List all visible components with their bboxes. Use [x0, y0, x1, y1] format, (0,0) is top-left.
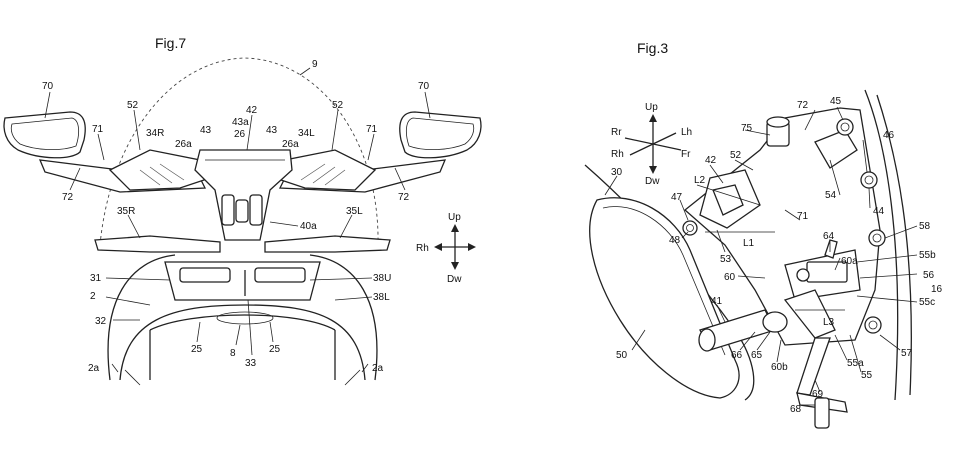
label-65: 65	[751, 350, 763, 361]
label-55a: 55a	[847, 358, 864, 369]
bolts	[682, 118, 886, 334]
right-mirror	[399, 111, 482, 159]
label-26a-right: 26a	[282, 139, 299, 150]
fig3-leader-lines	[604, 106, 918, 406]
label-57: 57	[901, 348, 913, 359]
label-66: 66	[731, 350, 743, 361]
label-35L: 35L	[346, 206, 363, 217]
frame-outline	[584, 89, 912, 401]
label-44: 44	[873, 206, 885, 217]
label-60: 60	[724, 272, 736, 283]
label-47: 47	[671, 192, 683, 203]
label-71-left: 71	[92, 124, 104, 135]
label-25-right: 25	[269, 344, 281, 355]
label-70-left: 70	[42, 81, 54, 92]
left-mirror-stay	[38, 149, 211, 193]
label-42: 42	[246, 105, 258, 116]
direction-compass-fig3: Up Dw Rr Rh Lh Fr	[611, 102, 692, 187]
label-25-left: 25	[191, 344, 203, 355]
label-8: 8	[230, 348, 236, 359]
label-70-right: 70	[418, 81, 430, 92]
compass-left-hand-label: Lh	[681, 127, 692, 138]
label-26: 26	[234, 129, 246, 140]
compass-up-label: Up	[645, 102, 658, 113]
footpeg	[698, 309, 788, 352]
label-43a: 43a	[232, 117, 249, 128]
label-43-left: 43	[200, 125, 212, 136]
label-69: 69	[812, 389, 824, 400]
label-60a: 60a	[841, 256, 858, 267]
label-34R: 34R	[146, 128, 164, 139]
label-55b: 55b	[919, 250, 936, 261]
label-35R: 35R	[117, 206, 135, 217]
label-55: 55	[861, 370, 873, 381]
compass-rear-label: Rr	[611, 127, 622, 138]
label-26a-left: 26a	[175, 139, 192, 150]
figure-7-drawing: Fig.7	[3, 35, 482, 386]
pivot-assembly	[783, 239, 861, 339]
label-72: 72	[797, 100, 809, 111]
label-9: 9	[312, 59, 318, 70]
label-43-right: 43	[266, 125, 278, 136]
compass-up-label: Up	[448, 212, 461, 223]
right-mirror-stay	[274, 149, 447, 193]
compass-down-label: Dw	[645, 176, 660, 187]
label-30: 30	[611, 167, 623, 178]
compass-front-label: Fr	[681, 149, 691, 160]
cross-stay	[94, 235, 391, 253]
direction-compass-fig7: Up Dw Rh	[416, 212, 476, 285]
label-60b: 60b	[771, 362, 788, 373]
compass-right-hand-label: Rh	[611, 149, 624, 160]
compass-right-hand-label: Rh	[416, 243, 429, 254]
label-75: 75	[741, 123, 753, 134]
label-41: 41	[711, 296, 723, 307]
label-52-left: 52	[127, 100, 139, 111]
center-bracket	[194, 149, 293, 241]
label-16: 16	[931, 284, 943, 295]
shift-linkage	[796, 337, 848, 429]
label-71: 71	[797, 211, 809, 222]
label-L3: L3	[823, 317, 835, 328]
figure-3-title: Fig.3	[637, 40, 668, 56]
label-64: 64	[823, 231, 835, 242]
figure-7-panel: Fig.7	[3, 35, 482, 386]
label-40a: 40a	[300, 221, 317, 232]
label-46: 46	[883, 130, 895, 141]
label-54: 54	[825, 190, 837, 201]
front-cowl	[107, 254, 378, 386]
left-mirror	[3, 111, 86, 159]
label-72-left: 72	[62, 192, 74, 203]
label-34L: 34L	[298, 128, 315, 139]
label-52: 52	[730, 150, 742, 161]
label-31: 31	[90, 273, 102, 284]
label-53: 53	[720, 254, 732, 265]
label-32: 32	[95, 316, 107, 327]
label-33: 33	[245, 358, 257, 369]
figure-3-drawing: Fig.3 Up Dw Rr Rh Lh Fr	[584, 40, 943, 429]
label-72-right: 72	[398, 192, 410, 203]
dimension-lines	[696, 184, 845, 311]
figure-7-title: Fig.7	[155, 35, 186, 51]
label-68: 68	[790, 404, 802, 415]
label-L1: L1	[743, 238, 755, 249]
label-38U: 38U	[373, 273, 391, 284]
label-38L: 38L	[373, 292, 390, 303]
label-48: 48	[669, 235, 681, 246]
meter-unit	[164, 261, 321, 301]
label-2a-right: 2a	[372, 363, 384, 374]
compass-down-label: Dw	[447, 274, 462, 285]
label-2: 2	[90, 291, 96, 302]
label-L2: L2	[694, 175, 706, 186]
label-56: 56	[923, 270, 935, 281]
label-71-right: 71	[366, 124, 378, 135]
label-42: 42	[705, 155, 717, 166]
figure-3-panel: Fig.3 Up Dw Rr Rh Lh Fr	[485, 0, 970, 461]
label-45: 45	[830, 96, 842, 107]
label-50: 50	[616, 350, 628, 361]
label-58: 58	[919, 221, 931, 232]
label-55c: 55c	[919, 297, 935, 308]
fig7-leader-lines	[44, 67, 431, 373]
label-2a-left: 2a	[88, 363, 100, 374]
label-52-right: 52	[332, 100, 344, 111]
